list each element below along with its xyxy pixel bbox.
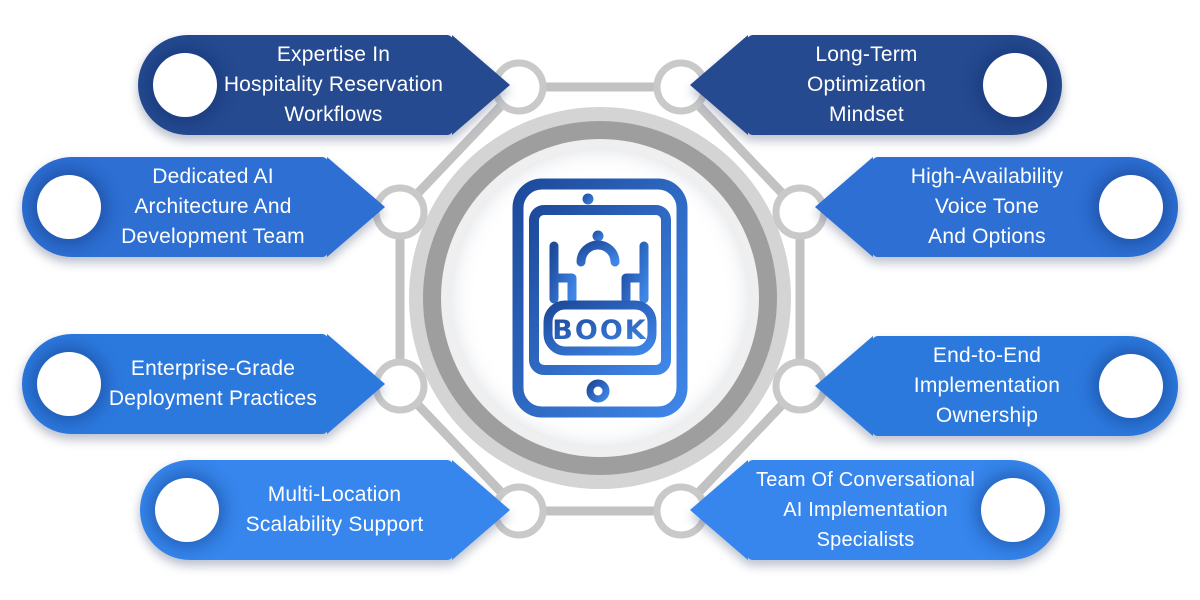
bullet-circle (153, 53, 217, 117)
bullet-circle (981, 478, 1045, 542)
banner-long-term-optimization: Long-Term Optimization Mindset (690, 35, 1062, 135)
chair-right (621, 241, 649, 304)
bullet-circle (37, 175, 101, 239)
cloche-knob (592, 230, 604, 242)
arrow-tip (690, 460, 748, 560)
bullet-circle (37, 352, 101, 416)
banner-label: Team Of Conversational AI Implementation… (756, 469, 975, 551)
arrow-tip (690, 35, 748, 135)
banner-label: Long-Term Optimization Mindset (806, 43, 927, 126)
banner-expertise-hospitality: Expertise In Hospitality Reservation Wor… (138, 35, 510, 135)
banner-label: Expertise In Hospitality Reservation Wor… (223, 43, 444, 126)
banner-end-to-end-implementation: End-to-End Implementation Ownership (815, 336, 1178, 436)
hub-circle: BOOK (450, 148, 750, 448)
banner-label: End-to-End Implementation Ownership (913, 344, 1061, 427)
arrow-tip (815, 157, 873, 257)
camera-dot (582, 193, 594, 205)
home-button (586, 379, 610, 403)
banner-high-availability-voice: High-Availability Voice Tone And Options (815, 157, 1178, 257)
book-badge-label: BOOK (552, 315, 647, 346)
banner-multi-location-scalability: Multi-Location Scalability Support (140, 460, 510, 560)
arrow-tip (327, 334, 385, 434)
bullet-circle (1099, 354, 1163, 418)
banner-label: High-Availability Voice Tone And Options (910, 165, 1064, 248)
bullet-circle (983, 53, 1047, 117)
bullet-circle (155, 478, 219, 542)
arrow-tip (327, 157, 385, 257)
arrow-tip (452, 35, 510, 135)
booking-tablet-icon: BOOK (512, 178, 688, 418)
arrow-tip (815, 336, 873, 436)
banner-label: Enterprise-Grade Deployment Practices (108, 357, 318, 410)
chair-left (549, 241, 577, 304)
banner-team-of-specialists: Team Of Conversational AI Implementation… (690, 460, 1060, 560)
banner-enterprise-grade-deployment: Enterprise-Grade Deployment Practices (22, 334, 385, 434)
arrow-tip (452, 460, 510, 560)
banner-label: Multi-Location Scalability Support (245, 483, 424, 536)
banner-dedicated-ai-architecture: Dedicated AI Architecture And Developmen… (22, 157, 385, 257)
cloche-dome (576, 240, 620, 267)
banner-label: Dedicated AI Architecture And Developmen… (121, 165, 305, 248)
bullet-circle (1099, 175, 1163, 239)
